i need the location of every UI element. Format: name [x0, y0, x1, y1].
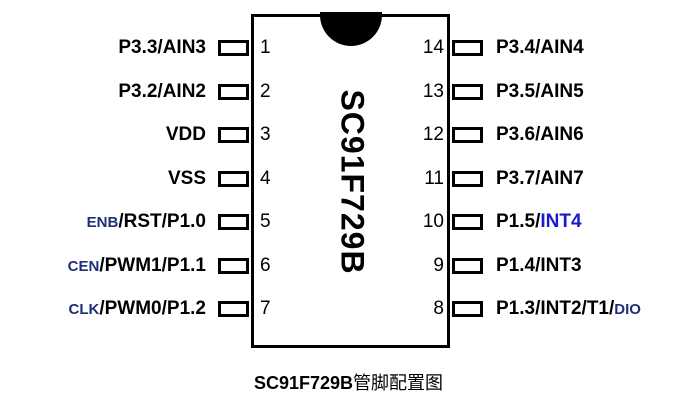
- pin-label-7: CLK/PWM0/P1.2: [69, 298, 206, 321]
- chip-name: SC91F729B: [334, 89, 371, 275]
- pin-number-5: 5: [260, 211, 271, 232]
- pin-lead-9: [452, 257, 483, 274]
- pin-label-10: P1.5/INT4: [496, 211, 582, 233]
- pin-label-12: P3.6/AIN6: [496, 124, 584, 146]
- pin-label-segment: VDD: [165, 124, 206, 145]
- pin-number-1: 1: [260, 37, 271, 58]
- pin-label-3: VDD: [166, 124, 206, 146]
- pin-lead-8: [452, 301, 483, 317]
- caption-part: SC91F729B: [253, 373, 354, 393]
- pin-label-14: P3.4/AIN4: [496, 37, 584, 59]
- pin-number-9: 9: [433, 254, 444, 276]
- pin-label-6: CEN/PWM1/P1.1: [68, 255, 206, 278]
- pin-label-segment: /PWM0/P1.2: [99, 298, 206, 319]
- pin-label-segment: P3.5/AIN5: [496, 80, 584, 102]
- pin-lead-3: [218, 127, 249, 143]
- pin-number-11: 11: [424, 167, 444, 189]
- pin-number-8: 8: [433, 298, 444, 319]
- pin-number-7: 7: [260, 298, 271, 319]
- pin-lead-10: [452, 214, 483, 230]
- pin-label-segment: P3.2/AIN2: [118, 80, 206, 102]
- pin-lead-14: [452, 40, 483, 56]
- pin-label-segment: INT4: [540, 211, 582, 232]
- pin-label-segment: /PWM1/P1.1: [99, 254, 206, 276]
- pin-lead-11: [452, 170, 483, 187]
- pin-label-1: P3.3/AIN3: [118, 37, 206, 59]
- pin-number-14: 14: [422, 37, 444, 58]
- pin-number-3: 3: [260, 124, 271, 145]
- pin-label-5: ENB/RST/P1.0: [87, 211, 206, 234]
- pin-label-segment: P1.3/INT2/T1/: [496, 298, 615, 319]
- pin-number-13: 13: [422, 80, 444, 102]
- pin-label-2: P3.2/AIN2: [118, 81, 206, 103]
- pin-label-segment: /RST/P1.0: [118, 211, 206, 232]
- pin-label-8: P1.3/INT2/T1/DIO: [496, 298, 641, 321]
- pin-label-segment: VSS: [167, 167, 206, 189]
- caption-suffix: 管脚配置图: [353, 373, 444, 393]
- pin-lead-2: [218, 83, 249, 100]
- pin-label-segment: P3.6/AIN6: [496, 124, 584, 145]
- pin-lead-1: [218, 40, 249, 56]
- pin-label-segment: DIO: [614, 301, 641, 318]
- pin-number-6: 6: [260, 254, 271, 276]
- pin-label-11: P3.7/AIN7: [496, 168, 584, 190]
- pin-number-4: 4: [260, 167, 271, 189]
- pin-lead-5: [218, 214, 249, 230]
- pin-number-2: 2: [260, 80, 271, 102]
- pin-label-segment: P1.5/: [496, 211, 541, 232]
- pin-lead-12: [452, 127, 483, 143]
- pin-lead-7: [218, 301, 249, 317]
- pin-lead-13: [452, 83, 483, 100]
- diagram-caption: SC91F729B管脚配置图: [0, 369, 697, 395]
- pin-label-segment: CLK: [68, 301, 100, 318]
- pin-label-9: P1.4/INT3: [496, 255, 582, 277]
- pin-label-4: VSS: [168, 168, 206, 190]
- pin-lead-6: [218, 257, 249, 274]
- pin-label-segment: ENB: [86, 214, 119, 231]
- pin-number-12: 12: [422, 124, 444, 145]
- pin-number-10: 10: [422, 211, 444, 232]
- pin-lead-4: [218, 170, 249, 187]
- pin-label-segment: P3.4/AIN4: [496, 37, 584, 58]
- pin-label-segment: P3.7/AIN7: [496, 167, 584, 189]
- pin-label-segment: P1.4/INT3: [496, 254, 582, 276]
- pin-label-segment: CEN: [67, 257, 100, 275]
- chip-body: [251, 14, 450, 348]
- pin-label-segment: P3.3/AIN3: [118, 37, 206, 58]
- pin-label-13: P3.5/AIN5: [496, 81, 584, 103]
